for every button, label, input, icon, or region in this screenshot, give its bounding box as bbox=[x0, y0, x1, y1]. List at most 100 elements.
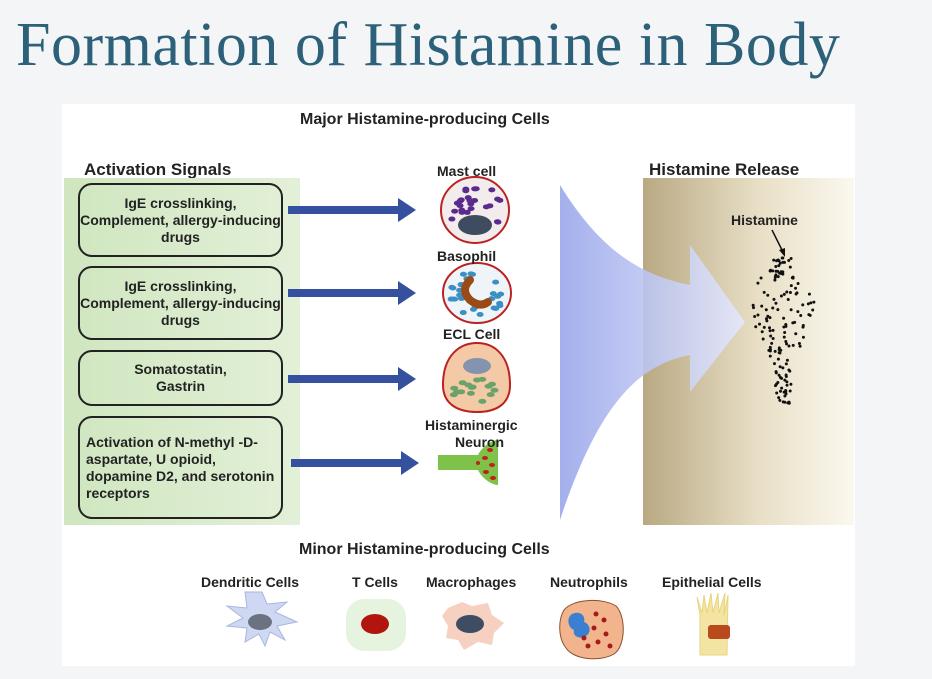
granule bbox=[466, 390, 475, 396]
granule bbox=[463, 209, 471, 215]
granule bbox=[469, 271, 477, 277]
histamine-dot bbox=[780, 386, 784, 390]
histamine-dot bbox=[775, 382, 779, 386]
histamine-dot bbox=[766, 314, 770, 318]
histamine-dot bbox=[798, 344, 802, 348]
histamine-dot bbox=[782, 335, 786, 339]
granule bbox=[488, 187, 496, 193]
release-funnel-arrow bbox=[560, 185, 745, 520]
dendritic-cell-icon bbox=[225, 591, 299, 648]
histamine-dot bbox=[785, 290, 789, 294]
histamine-dot bbox=[771, 337, 775, 341]
histamine-dot bbox=[783, 378, 787, 382]
histamine-dot bbox=[768, 326, 772, 330]
minor-cell-label: Macrophages bbox=[426, 574, 517, 590]
granule bbox=[476, 312, 484, 318]
signal-box: Somatostatin, Gastrin bbox=[78, 350, 283, 406]
signal-text: IgE crosslinking, Complement, allergy-in… bbox=[80, 194, 281, 245]
histamine-dot bbox=[778, 261, 782, 265]
granule bbox=[457, 389, 466, 395]
histamine-dot bbox=[756, 281, 760, 285]
histamine-dot bbox=[784, 388, 788, 392]
histamine-dot bbox=[784, 339, 788, 343]
histamine-label: Histamine bbox=[731, 212, 798, 228]
signal-text: Activation of N-methyl -D-aspartate, U o… bbox=[86, 433, 275, 501]
granule bbox=[447, 296, 455, 302]
granule bbox=[478, 398, 487, 404]
histamine-dot bbox=[776, 357, 780, 361]
granule bbox=[468, 384, 477, 390]
arrow-icon bbox=[288, 281, 416, 305]
basophil-label: Basophil bbox=[437, 248, 497, 264]
histamine-dot bbox=[784, 322, 788, 326]
histamine-dot bbox=[778, 351, 782, 355]
histamine-dot bbox=[789, 382, 793, 386]
histamine-release-heading: Histamine Release bbox=[649, 160, 800, 179]
histamine-dot bbox=[784, 392, 788, 396]
histamine-dot bbox=[780, 256, 784, 260]
granule bbox=[494, 196, 502, 202]
signal-text: IgE crosslinking, Complement, allergy-in… bbox=[80, 277, 281, 328]
histamine-dot bbox=[764, 308, 768, 312]
ecl-cell-icon bbox=[441, 341, 512, 414]
histamine-dot bbox=[783, 330, 787, 334]
histamine-dot bbox=[777, 373, 781, 377]
histamine-dot bbox=[753, 315, 757, 319]
histamine-dot bbox=[797, 342, 801, 346]
histamine-dot bbox=[788, 265, 792, 269]
granule bbox=[457, 197, 465, 203]
histamine-dot bbox=[774, 371, 778, 375]
histamine-dot bbox=[811, 308, 815, 312]
t-cell-icon bbox=[346, 599, 406, 651]
granule bbox=[459, 271, 467, 277]
histamine-dot bbox=[773, 349, 777, 353]
histamine-dot bbox=[768, 345, 772, 349]
signal-box: IgE crosslinking, Complement, allergy-in… bbox=[78, 266, 283, 340]
histamine-dot bbox=[766, 293, 770, 297]
granule bbox=[473, 377, 482, 383]
histamine-dot bbox=[801, 335, 805, 339]
neutrophil-icon bbox=[559, 600, 624, 660]
histamine-dot bbox=[773, 275, 777, 279]
arrow-icons bbox=[288, 198, 419, 475]
histamine-dot bbox=[776, 269, 780, 273]
histamine-dot bbox=[787, 368, 791, 372]
granule bbox=[448, 284, 456, 290]
histamine-dot bbox=[784, 362, 788, 366]
histamine-dot bbox=[778, 398, 782, 402]
histamine-dot bbox=[759, 276, 763, 280]
histamine-dot bbox=[796, 310, 800, 314]
histamine-dot bbox=[768, 354, 772, 358]
histamine-dot bbox=[785, 383, 789, 387]
granule bbox=[471, 197, 479, 203]
histamine-dot bbox=[770, 341, 774, 345]
histamine-dot bbox=[773, 278, 777, 282]
granule bbox=[492, 279, 500, 285]
activation-signals-heading: Activation Signals bbox=[84, 160, 232, 179]
histamine-dot bbox=[782, 316, 786, 320]
granule bbox=[492, 305, 500, 311]
granule bbox=[487, 381, 496, 387]
histamine-dot bbox=[785, 358, 789, 362]
minor-cell-label: Neutrophils bbox=[550, 574, 628, 590]
histamine-dot bbox=[758, 322, 762, 326]
histamine-dot bbox=[789, 308, 793, 312]
histamine-dot bbox=[787, 401, 791, 405]
histamine-dot bbox=[787, 259, 791, 263]
histamine-dot bbox=[801, 303, 805, 307]
macrophage-icon bbox=[442, 602, 504, 650]
granule bbox=[456, 203, 464, 209]
histamine-dot bbox=[772, 258, 776, 262]
histamine-dot bbox=[772, 362, 776, 366]
histamine-dot bbox=[778, 365, 782, 369]
histamine-dot bbox=[782, 292, 786, 296]
granule bbox=[471, 186, 479, 192]
histamine-dot bbox=[774, 265, 778, 269]
granule bbox=[486, 392, 495, 398]
histamine-dot bbox=[807, 292, 811, 296]
histamine-dot bbox=[752, 306, 756, 310]
histamine-dot bbox=[762, 325, 766, 329]
histamine-dot bbox=[812, 300, 816, 304]
mast-cell-icon bbox=[440, 176, 510, 244]
histamine-dot bbox=[775, 259, 779, 263]
